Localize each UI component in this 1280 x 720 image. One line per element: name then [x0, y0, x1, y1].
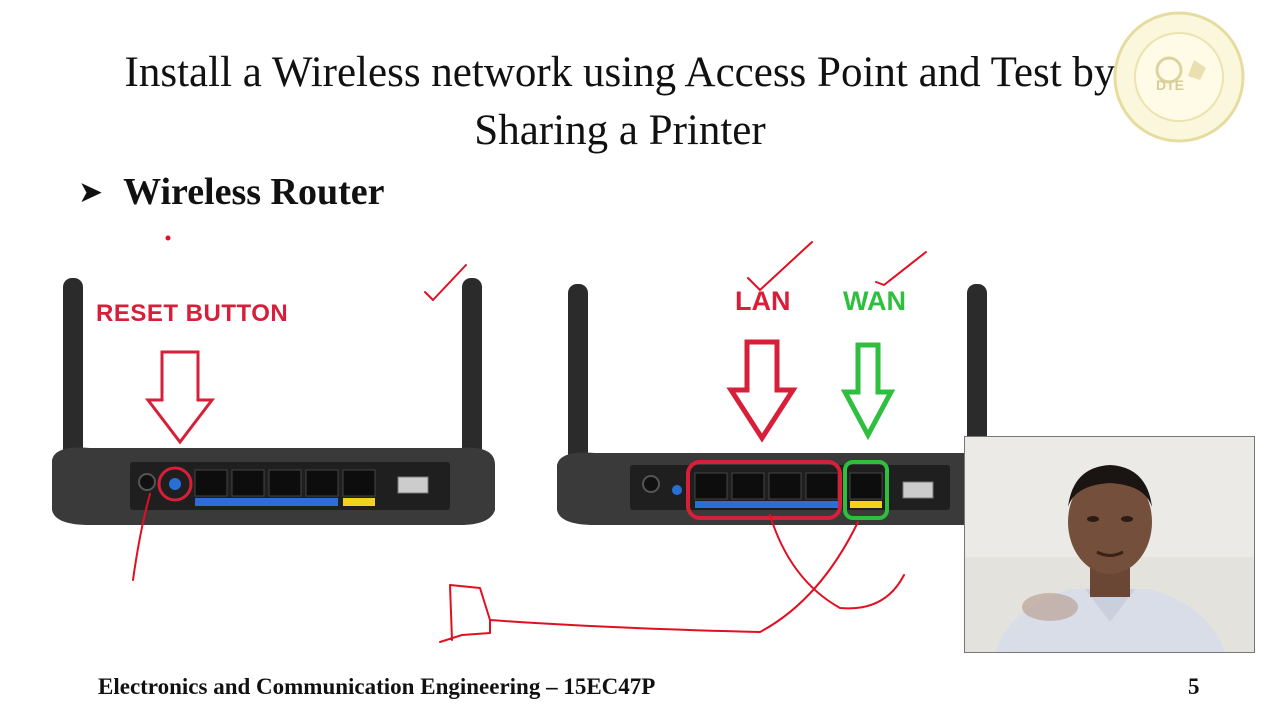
arrowhead-bullet-icon: ➤ — [78, 175, 104, 209]
bullet-text: Wireless Router — [123, 171, 385, 213]
wan-label: WAN — [843, 286, 906, 316]
slide-title: Install a Wireless network using Access … — [0, 44, 1240, 160]
logo-text: DTE — [1156, 77, 1184, 93]
presenter-webcam — [964, 436, 1255, 653]
title-line-2: Sharing a Printer — [474, 107, 766, 154]
presenter-video-frame — [965, 437, 1254, 652]
lan-label: LAN — [735, 286, 791, 316]
slide-footer: Electronics and Communication Engineerin… — [98, 674, 656, 699]
bullet-item: ➤ Wireless Router — [78, 170, 385, 214]
router-right-image — [557, 284, 995, 525]
title-line-1: Install a Wireless network using Access … — [124, 49, 1116, 96]
dte-logo: DTE — [1113, 11, 1245, 143]
reset-button-label: RESET BUTTON — [96, 300, 289, 327]
printer-sketch — [439, 584, 491, 643]
page-number: 5 — [1188, 674, 1200, 699]
printer-cable — [489, 521, 859, 633]
router-left-image — [52, 278, 495, 525]
